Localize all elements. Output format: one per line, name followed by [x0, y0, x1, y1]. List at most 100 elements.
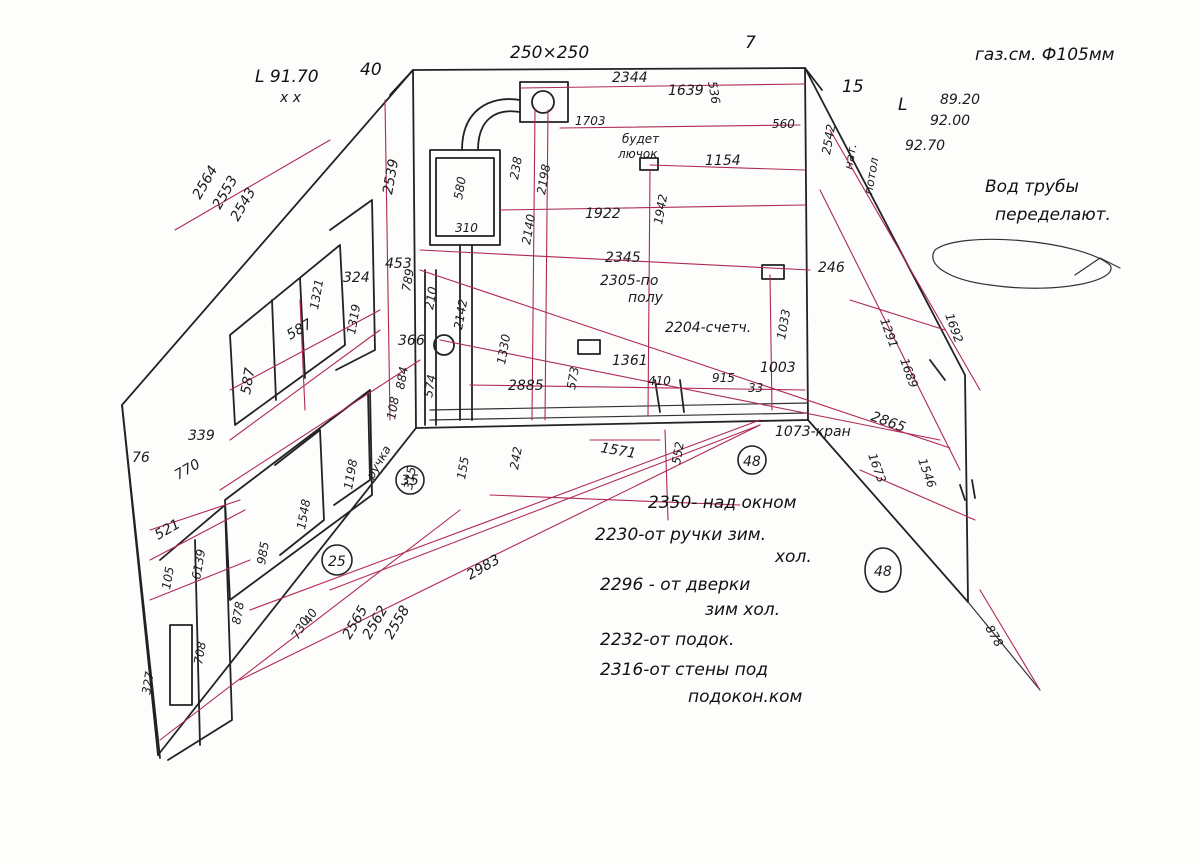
corner-left-mark: 40 [360, 60, 382, 80]
right-angle-3: 92.70 [905, 138, 945, 154]
dim-878-right: 878 [982, 623, 1006, 650]
dim-587-b: 587 [238, 367, 258, 396]
right-angle-sign: L [898, 95, 907, 115]
ceiling-note-2: потол [861, 156, 881, 195]
right-angle-2: 92.00 [930, 113, 970, 129]
dim-246: 246 [818, 260, 845, 276]
floor-note: полу [628, 290, 664, 306]
note-line-8: подокон.ком [688, 687, 803, 707]
note-line-3: хол. [774, 547, 812, 567]
circled-marks: 35 48 25 48 [321, 445, 902, 593]
dim-410: 410 [648, 374, 671, 388]
right-angle-1: 89.20 [940, 92, 980, 108]
measurement-lines [149, 83, 1041, 741]
dim-2865: 2865 [869, 409, 908, 436]
hatch-note-2: лючок [617, 147, 658, 161]
dim-1330: 1330 [494, 333, 513, 366]
dim-2345: 2345 [605, 250, 641, 266]
dim-339: 339 [188, 428, 215, 444]
dim-1942: 1942 [651, 193, 670, 226]
dim-242: 242 [507, 446, 525, 471]
left-corner-angle: L 91.70 [255, 67, 319, 87]
note-line-4: 2296 - от дверки [600, 575, 750, 595]
dim-6139: 6139 [189, 548, 208, 581]
dim-1154: 1154 [705, 153, 741, 169]
dim-915: 915 [712, 371, 735, 385]
dim-1922: 1922 [585, 206, 621, 222]
hatch-note-1: будет [622, 132, 660, 146]
notes-block: 2350- над окном 2230-от ручки зим. хол. … [595, 493, 812, 707]
dim-789: 789 [399, 268, 417, 293]
dim-2142: 2142 [451, 298, 470, 331]
circle-35: 35 [401, 473, 419, 489]
dim-2885: 2885 [508, 378, 544, 394]
dim-560: 560 [772, 117, 795, 131]
dim-2344: 2344 [612, 70, 648, 86]
dim-1546: 1546 [915, 456, 939, 490]
dim-1673: 1673 [865, 451, 889, 484]
dim-1321: 1321 [307, 278, 326, 311]
dim-2539: 2539 [380, 158, 402, 196]
dim-453: 453 [385, 256, 412, 272]
dim-2198: 2198 [534, 163, 553, 196]
dim-2140: 2140 [519, 213, 538, 246]
dim-1003: 1003 [760, 360, 796, 376]
dim-155: 155 [454, 456, 472, 481]
dim-1319: 1319 [344, 303, 363, 336]
dim-238: 238 [507, 155, 525, 180]
left-angle-marks: x x [279, 90, 302, 106]
dim-324: 324 [343, 270, 370, 286]
note-line-7: 2316-от стены под [600, 660, 768, 680]
corner-right-mark: 15 [842, 77, 864, 97]
dim-1571: 1571 [599, 440, 637, 462]
circle-48-b: 48 [874, 564, 892, 580]
dim-1639: 1639 [668, 83, 704, 99]
dim-2204-meter: 2204-счетч. [665, 320, 751, 336]
dim-708: 708 [191, 640, 209, 665]
note-line-2: 2230-от ручки зим. [595, 525, 766, 545]
dim-1033: 1033 [774, 308, 793, 341]
dim-1361: 1361 [612, 353, 648, 369]
dim-2983: 2983 [464, 552, 503, 584]
room-outline [121, 67, 1121, 761]
dim-552: 552 [669, 441, 687, 466]
dim-2542: 2542 [819, 123, 838, 156]
dim-574: 574 [421, 374, 439, 399]
dim-1291: 1291 [877, 316, 901, 349]
dim-878: 878 [229, 600, 247, 625]
circle-48-a: 48 [743, 454, 761, 470]
water-pipes-note-1: Вод трубы [985, 177, 1079, 197]
dim-1703: 1703 [575, 114, 606, 128]
gas-pipe-note: газ.см. Ф105мм [975, 45, 1115, 65]
dim-536: 536 [705, 80, 723, 105]
dim-40: 40 [300, 606, 320, 627]
dim-108: 108 [384, 395, 402, 420]
note-line-6: 2232-от подок. [600, 630, 734, 650]
dim-105: 105 [159, 566, 177, 591]
dim-587-a: 587 [284, 316, 315, 343]
dim-327: 327 [139, 670, 157, 695]
dim-2305: 2305-по [600, 273, 658, 289]
dim-310: 310 [455, 221, 478, 235]
duct-size: 250×250 [510, 43, 589, 63]
dim-315: 315 [401, 466, 419, 491]
circle-25: 25 [328, 554, 346, 570]
dim-33: 33 [748, 381, 763, 395]
note-line-1: 2350- над окном [648, 493, 797, 513]
dimension-labels: 2564 2553 2543 2539 453 324 1321 1319 58… [132, 70, 1006, 696]
dim-210: 210 [422, 285, 440, 310]
header-annotations: L 91.70 x x 40 250×250 7 15 газ.см. Ф105… [255, 33, 1115, 225]
dim-985: 985 [254, 541, 272, 566]
dim-76: 76 [132, 450, 150, 466]
dim-1073-tap: 1073-кран [775, 424, 851, 440]
dim-573: 573 [564, 366, 582, 391]
dim-366: 366 [398, 333, 425, 349]
water-pipes-note-2: переделают. [995, 205, 1111, 225]
dim-1548: 1548 [294, 498, 313, 531]
ceiling-note-1: нат. [841, 142, 859, 170]
dim-884: 884 [393, 366, 411, 391]
dim-770: 770 [172, 456, 203, 483]
note-line-5: зим хол. [705, 600, 780, 620]
